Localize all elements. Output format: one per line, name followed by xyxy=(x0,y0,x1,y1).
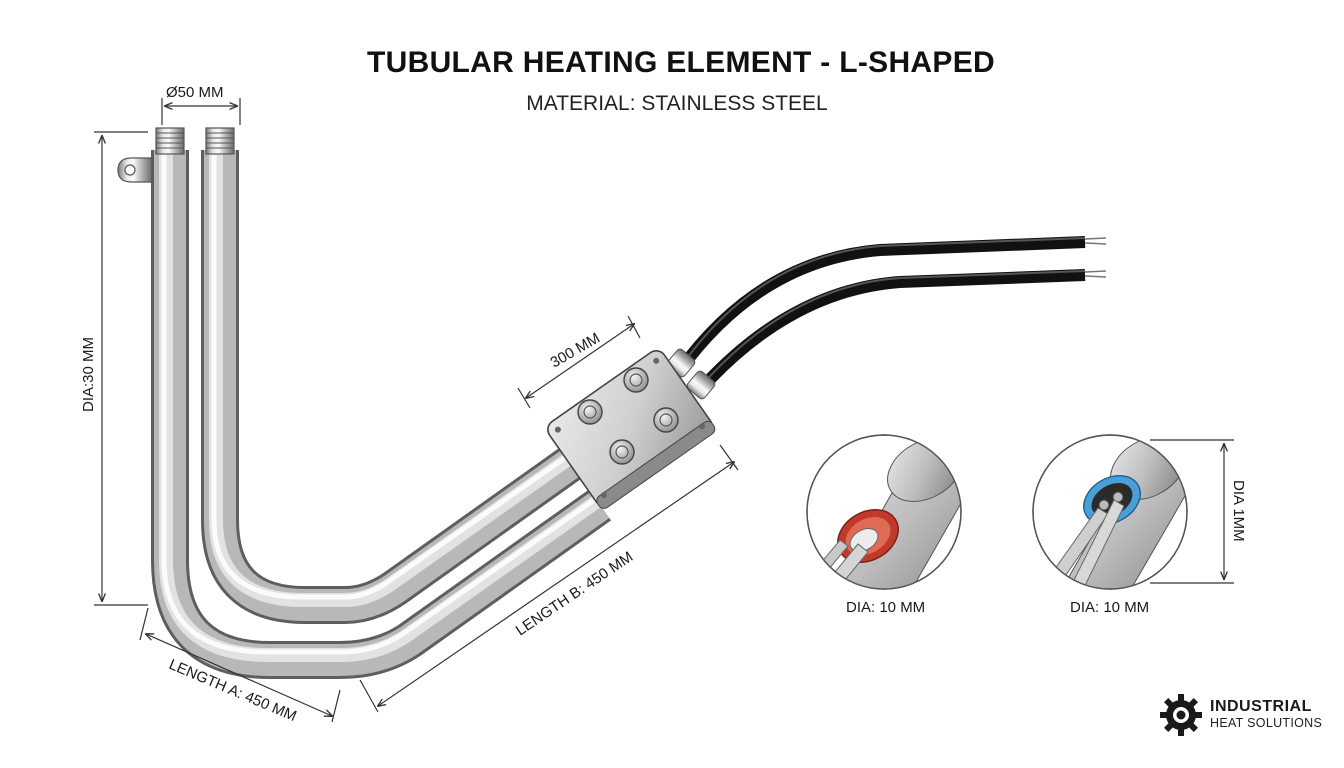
detail-left-label: DIA: 10 MM xyxy=(846,599,925,616)
gear-icon xyxy=(1160,694,1202,736)
dim-detail-right: DIA 1MM xyxy=(1230,480,1247,542)
page-subtitle: MATERIAL: STAINLESS STEEL xyxy=(526,92,828,115)
detail-view-right xyxy=(1032,434,1188,590)
threaded-terminals xyxy=(117,127,235,183)
heating-element-tubes xyxy=(151,150,612,679)
detail-view-left xyxy=(806,434,962,590)
lead-wires xyxy=(666,236,1107,400)
logo-line1: INDUSTRIAL xyxy=(1210,698,1312,715)
detail-right-label: DIA: 10 MM xyxy=(1070,599,1149,616)
dim-terminal-diameter: Ø50 MM xyxy=(166,84,224,101)
company-logo: INDUSTRIAL HEAT SOLUTIONS xyxy=(1158,688,1338,738)
dimension-lines xyxy=(94,98,1234,723)
dim-vertical: DIA:30 MM xyxy=(80,337,97,412)
logo-line2: HEAT SOLUTIONS xyxy=(1210,716,1323,730)
page-title: TUBULAR HEATING ELEMENT - L-SHAPED xyxy=(367,46,995,79)
